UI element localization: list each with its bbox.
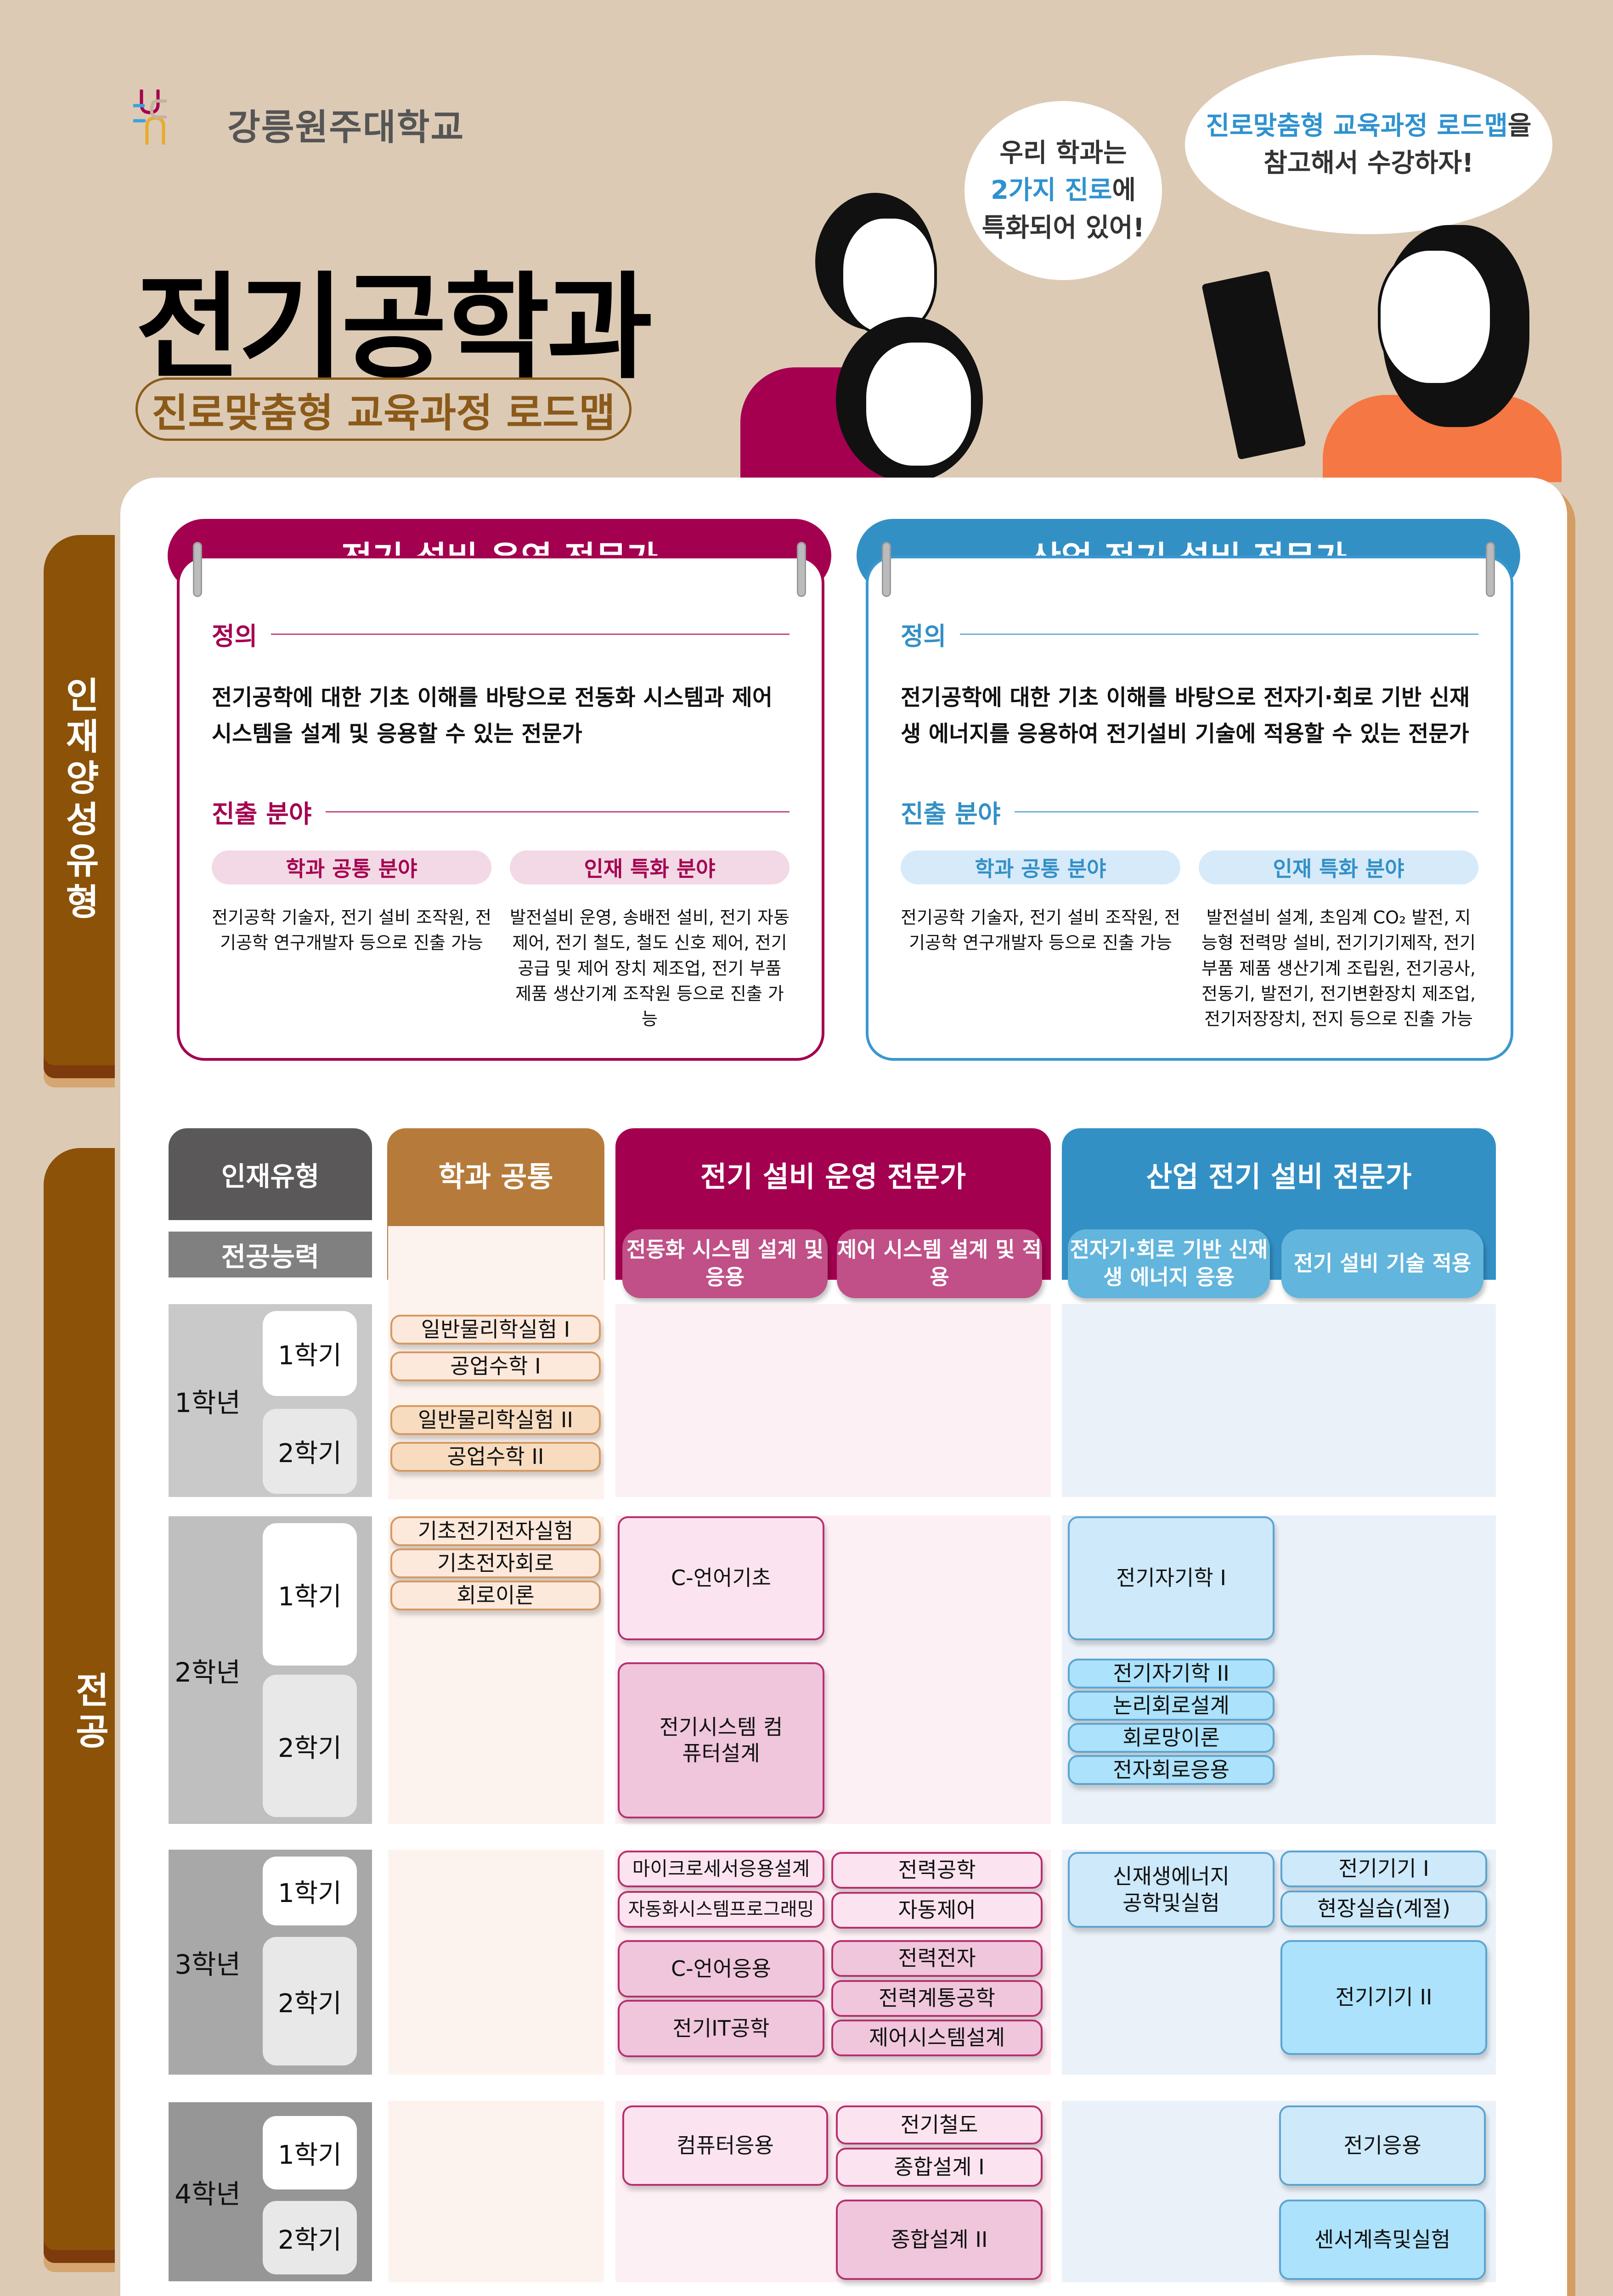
common-area-pill: 학과 공통 분야 — [212, 850, 491, 885]
course-item[interactable]: 전기기기 I — [1280, 1851, 1487, 1887]
course-item[interactable]: 자동화시스템프로그래밍 — [618, 1891, 824, 1928]
ability-ind-2: 전기 설비 기술 적용 — [1281, 1229, 1483, 1298]
special-area-pill: 인재 특화 분야 — [1199, 850, 1478, 885]
semester-1: 1학기 — [263, 1523, 357, 1666]
page-title: 전기공학과 — [135, 261, 653, 394]
semester-2: 2학기 — [263, 2201, 357, 2274]
ability-ind-1: 전자기·회로 기반 신재생 에너지 응용 — [1068, 1229, 1270, 1298]
ring-icon — [882, 542, 891, 597]
course-item[interactable]: C-언어기초 — [618, 1516, 824, 1640]
semester-1: 1학기 — [263, 1857, 357, 1925]
course-item[interactable]: 자동제어 — [831, 1892, 1043, 1929]
course-item[interactable]: 현장실습(계절) — [1280, 1891, 1487, 1927]
course-item[interactable]: 종합설계 II — [836, 2200, 1043, 2280]
definition-label: 정의 — [212, 622, 258, 651]
university-name: 강릉원주대학교 — [227, 107, 465, 148]
semester-2: 2학기 — [263, 1937, 357, 2065]
course-item[interactable]: 전기시스템 컴퓨터설계 — [618, 1662, 824, 1818]
course-item[interactable]: 전기자기학 II — [1068, 1659, 1275, 1688]
course-item[interactable]: 전력공학 — [831, 1852, 1043, 1889]
speech-bubble-2: 진로맞춤형 교육과정 로드맵을 참고해서 수강하자! — [1185, 55, 1552, 234]
year-row-4: 4학년 1학기 2학기 — [169, 2102, 372, 2281]
course-item[interactable]: 논리회로설계 — [1068, 1691, 1275, 1721]
course-item[interactable]: 기초전자회로 — [390, 1548, 601, 1578]
year-row-1: 1학년 1학기 2학기 — [169, 1304, 372, 1497]
career-label: 진출 분야 — [901, 799, 1001, 829]
course-item[interactable]: 전기응용 — [1279, 2105, 1486, 2186]
course-item[interactable]: 전자회로응용 — [1068, 1755, 1275, 1785]
course-item[interactable]: 공업수학 I — [390, 1351, 601, 1381]
ring-icon — [1486, 542, 1495, 597]
course-item[interactable]: 전력계통공학 — [831, 1980, 1043, 2017]
book-icon — [1201, 270, 1306, 460]
course-item[interactable]: 신재생에너지 공학및실험 — [1068, 1852, 1275, 1928]
ability-op-2: 제어 시스템 설계 및 적용 — [837, 1229, 1042, 1298]
course-item[interactable]: 일반물리학실험 I — [390, 1315, 601, 1345]
ring-icon — [797, 542, 806, 597]
common-area-pill: 학과 공통 분야 — [901, 850, 1180, 885]
common-area-text: 전기공학 기술자, 전기 설비 조작원, 전기공학 연구개발자 등으로 진출 가… — [212, 907, 491, 953]
course-item[interactable]: 전기자기학 I — [1068, 1516, 1275, 1640]
definition-text: 전기공학에 대한 기초 이해를 바탕으로 전자기·회로 기반 신재생 에너지를 … — [901, 685, 1470, 747]
course-item[interactable]: C-언어응용 — [618, 1940, 824, 1998]
ring-icon — [193, 542, 202, 597]
common-area-text: 전기공학 기술자, 전기 설비 조작원, 전기공학 연구개발자 등으로 진출 가… — [901, 907, 1180, 953]
talent-box-op: 정의 전기공학에 대한 기초 이해를 바탕으로 전동화 시스템과 제어 시스템을… — [177, 556, 824, 1061]
course-item[interactable]: 전기기기 II — [1280, 1940, 1487, 2055]
year-row-3: 3학년 1학기 2학기 — [169, 1850, 372, 2075]
semester-2: 2학기 — [263, 1409, 357, 1494]
course-item[interactable]: 제어시스템설계 — [831, 2020, 1043, 2056]
semester-1: 1학기 — [263, 2116, 357, 2189]
course-item[interactable]: 센서계측및실험 — [1279, 2200, 1486, 2280]
side-tab-major: 전공 — [44, 1148, 115, 2250]
semester-2: 2학기 — [263, 1675, 357, 1817]
row-label-ability: 전공능력 — [169, 1232, 372, 1277]
course-item[interactable]: 기초전기전자실험 — [390, 1516, 601, 1546]
special-area-text: 발전설비 설계, 초임계 CO₂ 발전, 지능형 전력망 설비, 전기기기제작,… — [1201, 907, 1476, 1029]
student2-face-icon — [863, 340, 974, 468]
semester-1: 1학기 — [263, 1311, 357, 1396]
special-area-pill: 인재 특화 분야 — [510, 850, 790, 885]
side-tab-talent: 인재양성유형 — [44, 535, 115, 1065]
course-item[interactable]: 회로망이론 — [1068, 1723, 1275, 1753]
year-row-2: 2학년 1학기 2학기 — [169, 1516, 372, 1824]
course-item[interactable]: 컴퓨터응용 — [622, 2105, 828, 2186]
talent-box-ind: 정의 전기공학에 대한 기초 이해를 바탕으로 전자기·회로 기반 신재생 에너… — [866, 556, 1513, 1061]
course-item[interactable]: 종합설계 I — [836, 2148, 1043, 2187]
ability-op-1: 전동화 시스템 설계 및 응용 — [622, 1229, 828, 1298]
course-item[interactable]: 회로이론 — [390, 1581, 601, 1610]
course-item[interactable]: 일반물리학실험 II — [390, 1405, 601, 1435]
row-label-talent-type: 인재유형 — [169, 1128, 372, 1220]
student-face-icon — [840, 216, 937, 335]
career-label: 진출 분야 — [212, 799, 312, 829]
course-item[interactable]: 공업수학 II — [390, 1442, 601, 1472]
page-subtitle: 진로맞춤형 교육과정 로드맵 — [135, 377, 632, 441]
university-logo-icon — [131, 89, 207, 146]
course-item[interactable]: 전기IT공학 — [618, 2000, 824, 2057]
special-area-text: 발전설비 운영, 송배전 설비, 전기 자동 제어, 전기 철도, 철도 신호 … — [510, 907, 790, 1029]
definition-label: 정의 — [901, 622, 947, 651]
definition-text: 전기공학에 대한 기초 이해를 바탕으로 전동화 시스템과 제어 시스템을 설계… — [212, 685, 773, 747]
course-item[interactable]: 마이크로세서응용설계 — [618, 1851, 824, 1887]
teacher-face-icon — [1378, 248, 1493, 386]
course-item[interactable]: 전력전자 — [831, 1940, 1043, 1977]
course-item[interactable]: 전기철도 — [836, 2105, 1043, 2144]
speech-bubble-1: 우리 학과는 2가지 진로에 특화되어 있어! — [964, 101, 1162, 280]
